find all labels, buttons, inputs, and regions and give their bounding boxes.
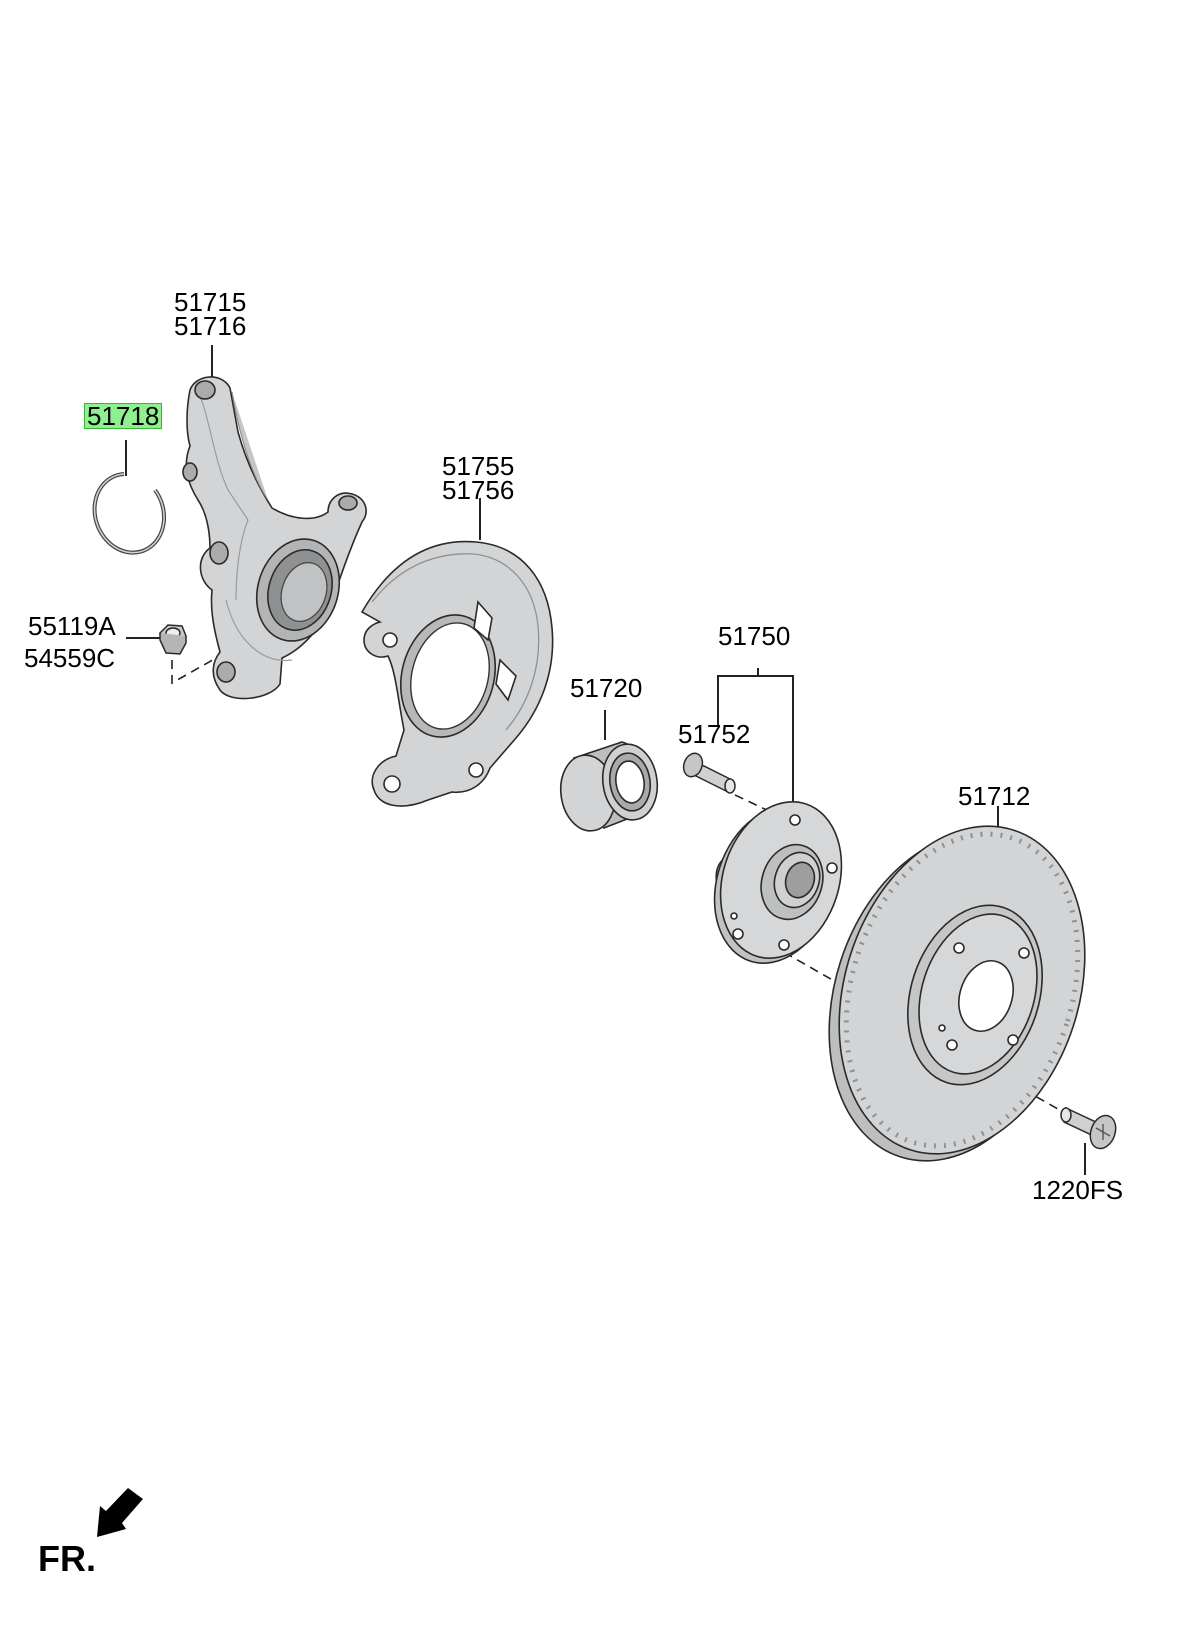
part-label-1220FS[interactable]: 1220FS	[1032, 1175, 1124, 1205]
disc-screw-part[interactable]	[1060, 1106, 1120, 1152]
hub-bolt-part[interactable]	[680, 751, 736, 794]
snap-ring-part[interactable]	[92, 472, 167, 555]
steering-knuckle-part[interactable]	[182, 376, 367, 700]
brake-disc-part[interactable]	[789, 794, 1125, 1193]
part-label-51715[interactable]: 51715	[174, 287, 247, 317]
lock-nut-part[interactable]	[159, 624, 187, 655]
dust-shield-part[interactable]	[360, 540, 554, 807]
leader-lines	[125, 345, 1086, 1175]
part-label-51716[interactable]: 51716	[174, 311, 247, 341]
wheel-hub-part[interactable]	[695, 786, 861, 979]
part-label-51712[interactable]: 51712	[958, 781, 1031, 811]
part-label-51718-highlighted[interactable]: 51718	[84, 403, 163, 429]
part-label-54559C[interactable]: 54559C	[24, 643, 116, 673]
front-direction-label: FR.	[38, 1538, 96, 1579]
part-label-51750[interactable]: 51750	[718, 621, 791, 651]
part-label-51720[interactable]: 51720	[570, 673, 643, 703]
part-label-55119A[interactable]: 55119A	[28, 611, 116, 641]
part-label-51756[interactable]: 51756	[442, 475, 515, 505]
wheel-bearing-part[interactable]	[556, 741, 662, 835]
arrow-down-left-icon	[97, 1488, 143, 1537]
part-label-51752[interactable]: 51752	[678, 719, 751, 749]
part-label-51755[interactable]: 51755	[442, 451, 515, 481]
